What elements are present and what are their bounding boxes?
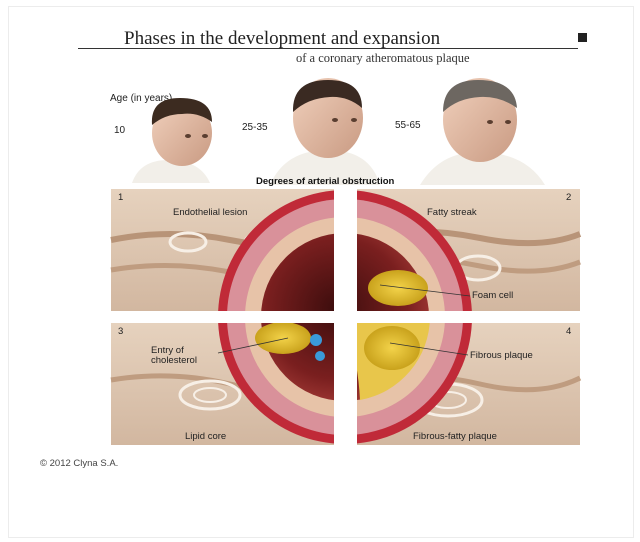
child-head-image bbox=[132, 98, 212, 183]
panel-4-number: 4 bbox=[566, 326, 571, 337]
horizontal-divider bbox=[108, 311, 583, 323]
fatty-streak-deposit bbox=[368, 270, 428, 306]
panel-1-label: Endothelial lesion bbox=[173, 207, 247, 218]
foam-cell-callout: Foam cell bbox=[472, 290, 513, 301]
entry-cholesterol-callout-line2: cholesterol bbox=[151, 355, 197, 366]
panel-3-label: Lipid core bbox=[185, 431, 226, 442]
panel-2-number: 2 bbox=[566, 192, 571, 203]
fibrous-plaque-deposit bbox=[364, 326, 420, 370]
panel-4-label: Fibrous-fatty plaque bbox=[413, 431, 497, 442]
cholesterol-entry-deposit bbox=[255, 322, 311, 354]
panel-1-number: 1 bbox=[118, 192, 123, 203]
fibrous-plaque-callout: Fibrous plaque bbox=[470, 350, 533, 361]
panel-2-label: Fatty streak bbox=[427, 207, 477, 218]
obstruction-heading: Degrees of arterial obstruction bbox=[256, 176, 394, 187]
copyright-notice: © 2012 Clyna S.A. bbox=[40, 458, 118, 469]
senior-head-image bbox=[420, 78, 545, 185]
panel-3-number: 3 bbox=[118, 326, 123, 337]
adult-head-image bbox=[270, 78, 380, 185]
